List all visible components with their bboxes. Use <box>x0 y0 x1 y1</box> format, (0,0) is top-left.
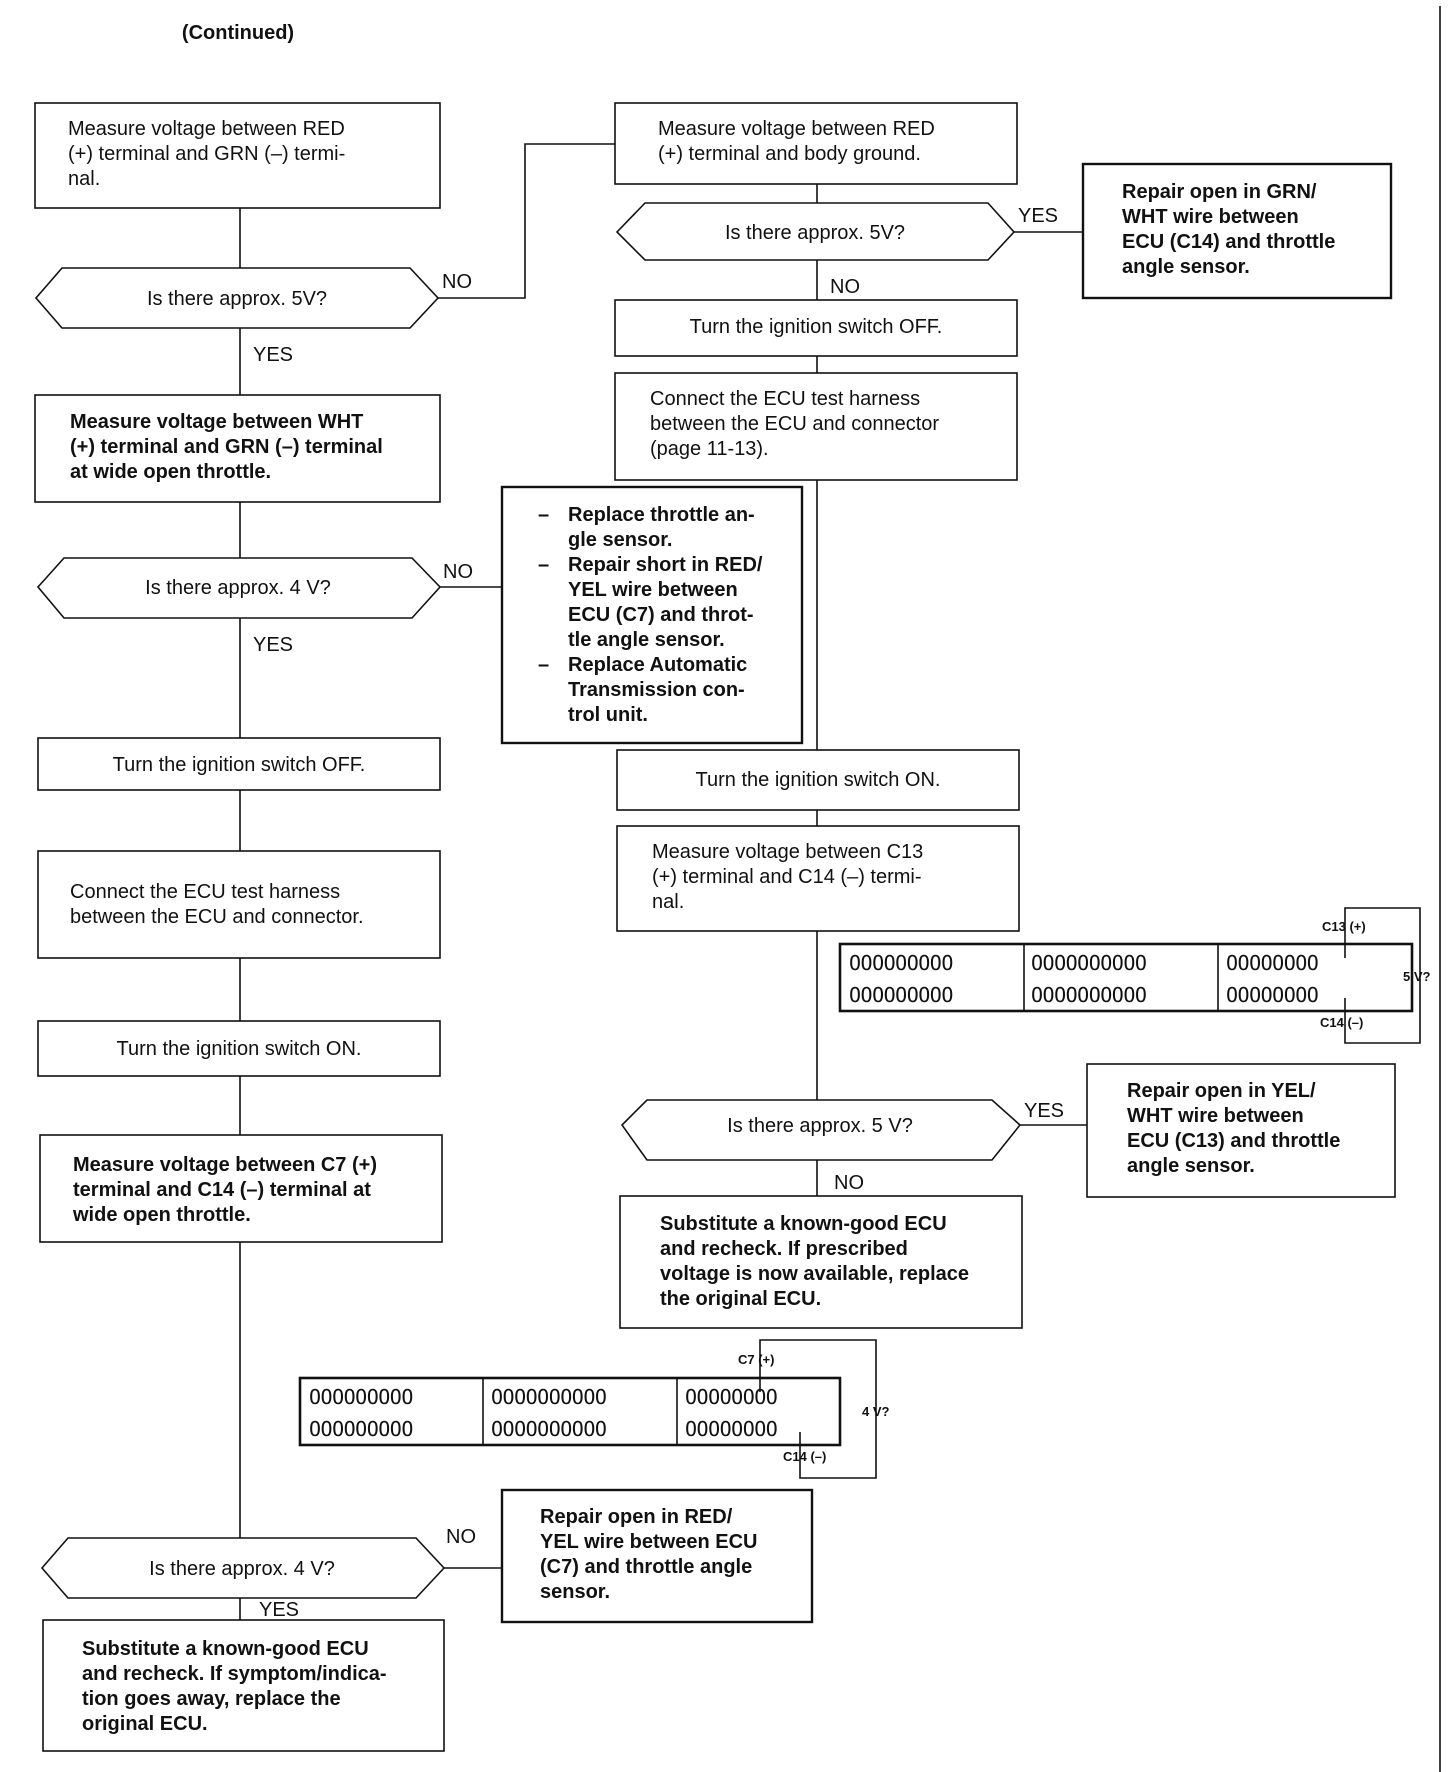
ignition-off-box-left <box>37 737 441 791</box>
label-no: NO <box>442 271 472 293</box>
connector1-pin-row2: OOOOOOOOO OOOOOOOOOO OOOOOOOO <box>849 983 1318 1007</box>
decision-approx-5v-c13 <box>620 1099 1022 1161</box>
decision-approx-5v-left <box>34 267 440 329</box>
connector2-pin-row2: OOOOOOOOO OOOOOOOOOO OOOOOOOO <box>309 1417 777 1441</box>
repair-red-yel-box <box>500 1488 814 1624</box>
repair-yel-wht-text: Repair open in YEL/ WHT wire between ECU… <box>1127 1080 1346 1177</box>
ignition-off-text-right: Turn the ignition switch OFF. <box>690 316 943 338</box>
repair-yel-wht-box <box>1086 1063 1396 1198</box>
decision-approx-5v-right-text: Is there approx. 5V? <box>725 222 905 244</box>
label-yes: YES <box>253 634 293 656</box>
connector1-pin-row1: OOOOOOOOO OOOOOOOOOO OOOOOOOO <box>849 951 1318 975</box>
ignition-off-text-left: Turn the ignition switch OFF. <box>113 754 366 776</box>
measure-c7-c14-box <box>39 1134 443 1243</box>
measure-wht-grn-text: Measure voltage between WHT (+) terminal… <box>70 411 388 483</box>
label-no: NO <box>443 561 473 583</box>
label-yes: YES <box>1018 205 1058 227</box>
decision-approx-4v-lower-text: Is there approx. 4 V? <box>149 1558 335 1580</box>
connector2-plus-label: C7 (+) <box>738 1352 774 1367</box>
measure-c7-c14-text: Measure voltage between C7 (+) terminal … <box>72 1154 383 1226</box>
connector1-minus-label: C14 (–) <box>1320 1015 1363 1030</box>
connector1-voltage-label: 5 V? <box>1403 969 1431 984</box>
continued-heading: (Continued) <box>182 22 294 44</box>
connect-harness-box-right <box>614 372 1018 481</box>
connector1-plus-label: C13 (+) <box>1322 919 1366 934</box>
label-yes: YES <box>253 344 293 366</box>
ignition-off-box-right <box>614 299 1018 357</box>
measure-red-grn-text: Measure voltage between RED (+) terminal… <box>68 118 351 190</box>
label-no: NO <box>446 1526 476 1548</box>
repair-red-yel-text: Repair open in RED/ YEL wire between ECU… <box>540 1506 763 1603</box>
decision-approx-4v-left-text: Is there approx. 4 V? <box>145 577 331 599</box>
repair-grn-wht-box <box>1081 162 1393 300</box>
connector2-voltage-label: 4 V? <box>862 1404 890 1419</box>
substitute-ecu-text-left: Substitute a known-good ECU and recheck.… <box>82 1638 392 1735</box>
connector2-minus-label: C14 (–) <box>783 1449 826 1464</box>
connect-harness-box-left <box>37 850 441 959</box>
substitute-ecu-text-right: Substitute a known-good ECU and recheck.… <box>660 1213 975 1310</box>
ignition-on-box-right <box>616 749 1020 811</box>
connect-harness-text-left: Connect the ECU test harness between the… <box>70 881 364 928</box>
measure-wht-grn-box <box>34 394 441 503</box>
decision-approx-4v-lower <box>40 1537 446 1599</box>
ignition-on-text-right: Turn the ignition switch ON. <box>696 769 941 791</box>
measure-red-ground-text: Measure voltage between RED (+) terminal… <box>658 118 940 165</box>
label-no: NO <box>830 276 860 298</box>
decision-approx-5v-right <box>615 202 1016 261</box>
repair-grn-wht-text: Repair open in GRN/ WHT wire between ECU… <box>1122 181 1341 278</box>
ecu-connector-c13-c14: OOOOOOOOO OOOOOOOOOO OOOOOOOO OOOOOOOOO … <box>838 907 1431 1044</box>
substitute-ecu-box-left <box>42 1619 445 1752</box>
ignition-on-box-left <box>37 1020 441 1077</box>
decision-approx-5v-c13-text: Is there approx. 5 V? <box>727 1115 913 1137</box>
ecu-connector-c7-c14: OOOOOOOOO OOOOOOOOOO OOOOOOOO OOOOOOOOO … <box>298 1339 890 1479</box>
replace-sensor-text: – Replace throttle an- gle sensor. – Rep… <box>538 504 768 726</box>
measure-c13-c14-box <box>616 825 1020 932</box>
label-yes: YES <box>1024 1100 1064 1122</box>
measure-red-grn-box <box>34 102 441 209</box>
ignition-on-text-left: Turn the ignition switch ON. <box>117 1038 362 1060</box>
label-no: NO <box>834 1172 864 1194</box>
substitute-ecu-box-right <box>619 1195 1023 1329</box>
connector2-pin-row1: OOOOOOOOO OOOOOOOOOO OOOOOOOO <box>309 1385 777 1409</box>
connect-harness-text-right: Connect the ECU test harness between the… <box>650 388 945 460</box>
replace-sensor-box <box>500 485 804 745</box>
flow-lines <box>239 143 1087 1620</box>
measure-c13-c14-text: Measure voltage between C13 (+) terminal… <box>652 841 929 913</box>
measure-red-ground-box <box>614 102 1018 185</box>
label-yes: YES <box>259 1599 299 1621</box>
decision-approx-4v-left <box>36 557 442 619</box>
decision-approx-5v-left-text: Is there approx. 5V? <box>147 288 327 310</box>
